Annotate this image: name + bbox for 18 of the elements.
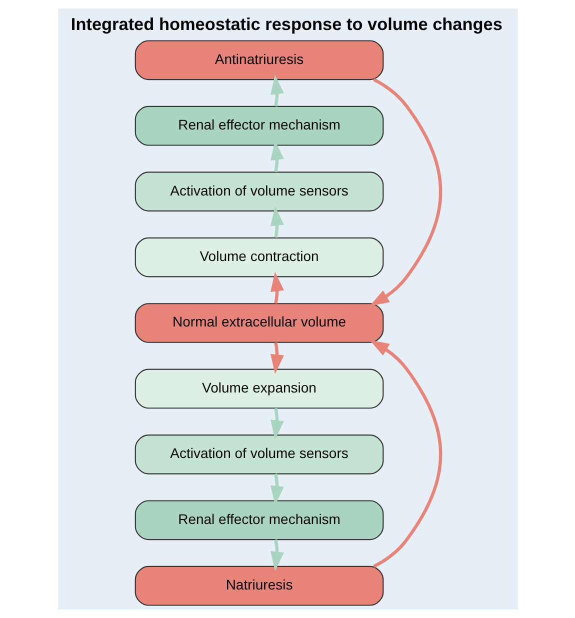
node-box: Activation of volume sensors <box>134 434 384 474</box>
diagram-title: Integrated homeostatic response to volume changes <box>70 14 502 34</box>
node-box: Renal effector mechanism <box>134 500 384 540</box>
arrow <box>270 408 284 440</box>
arrow <box>270 74 284 107</box>
arrow <box>270 206 284 238</box>
arrow <box>369 78 442 306</box>
arrow <box>270 539 284 572</box>
node-box: Renal effector mechanism <box>134 106 384 146</box>
arrow <box>369 340 442 568</box>
node-box: Volume contraction <box>134 237 384 278</box>
node-box: Antinatriuresis <box>134 40 384 80</box>
node-box: Volume expansion <box>134 368 384 409</box>
arrow <box>270 272 284 304</box>
node-box: Activation of volume sensors <box>134 172 384 212</box>
arrow <box>270 342 284 374</box>
node-box: Natriuresis <box>134 566 384 606</box>
node-box: Normal extracellular volume <box>134 303 384 343</box>
